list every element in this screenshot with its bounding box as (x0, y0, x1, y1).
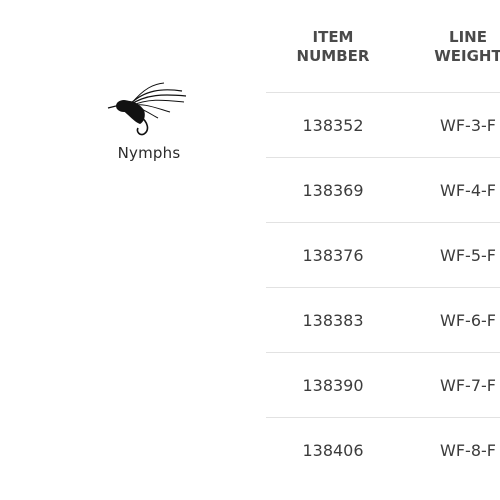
line-weight-cell: WF-3-F (400, 92, 500, 158)
table-row: 138369 WF-4-F (266, 157, 500, 223)
table-header-row: ITEM NUMBER LINE WEIGHT (266, 0, 500, 93)
item-number-cell: 138383 (266, 287, 400, 353)
header-item-number: ITEM NUMBER (296, 28, 370, 65)
line-weight-cell: WF-4-F (400, 157, 500, 223)
spec-table: ITEM NUMBER LINE WEIGHT 138352 WF-3-F 13… (266, 0, 500, 482)
table-row: 138383 WF-6-F (266, 287, 500, 353)
header-line-weight: LINE WEIGHT (434, 28, 500, 65)
table-row: 138352 WF-3-F (266, 92, 500, 158)
table-row: 138390 WF-7-F (266, 352, 500, 418)
item-number-cell: 138406 (266, 417, 400, 482)
spec-table-container: ITEM NUMBER LINE WEIGHT 138352 WF-3-F 13… (266, 0, 500, 500)
item-number-cell: 138352 (266, 92, 400, 158)
table-row: 138376 WF-5-F (266, 222, 500, 288)
line-weight-cell: WF-7-F (400, 352, 500, 418)
line-weight-cell: WF-5-F (400, 222, 500, 288)
line-weight-cell: WF-8-F (400, 417, 500, 482)
fly-category-label: Nymphs (117, 144, 181, 162)
item-number-cell: 138376 (266, 222, 400, 288)
item-number-cell: 138390 (266, 352, 400, 418)
fly-category: Nymphs (90, 82, 200, 162)
line-weight-cell: WF-6-F (400, 287, 500, 353)
nymph-fly-icon (107, 82, 187, 136)
item-number-cell: 138369 (266, 157, 400, 223)
table-row: 138406 WF-8-F (266, 417, 500, 482)
